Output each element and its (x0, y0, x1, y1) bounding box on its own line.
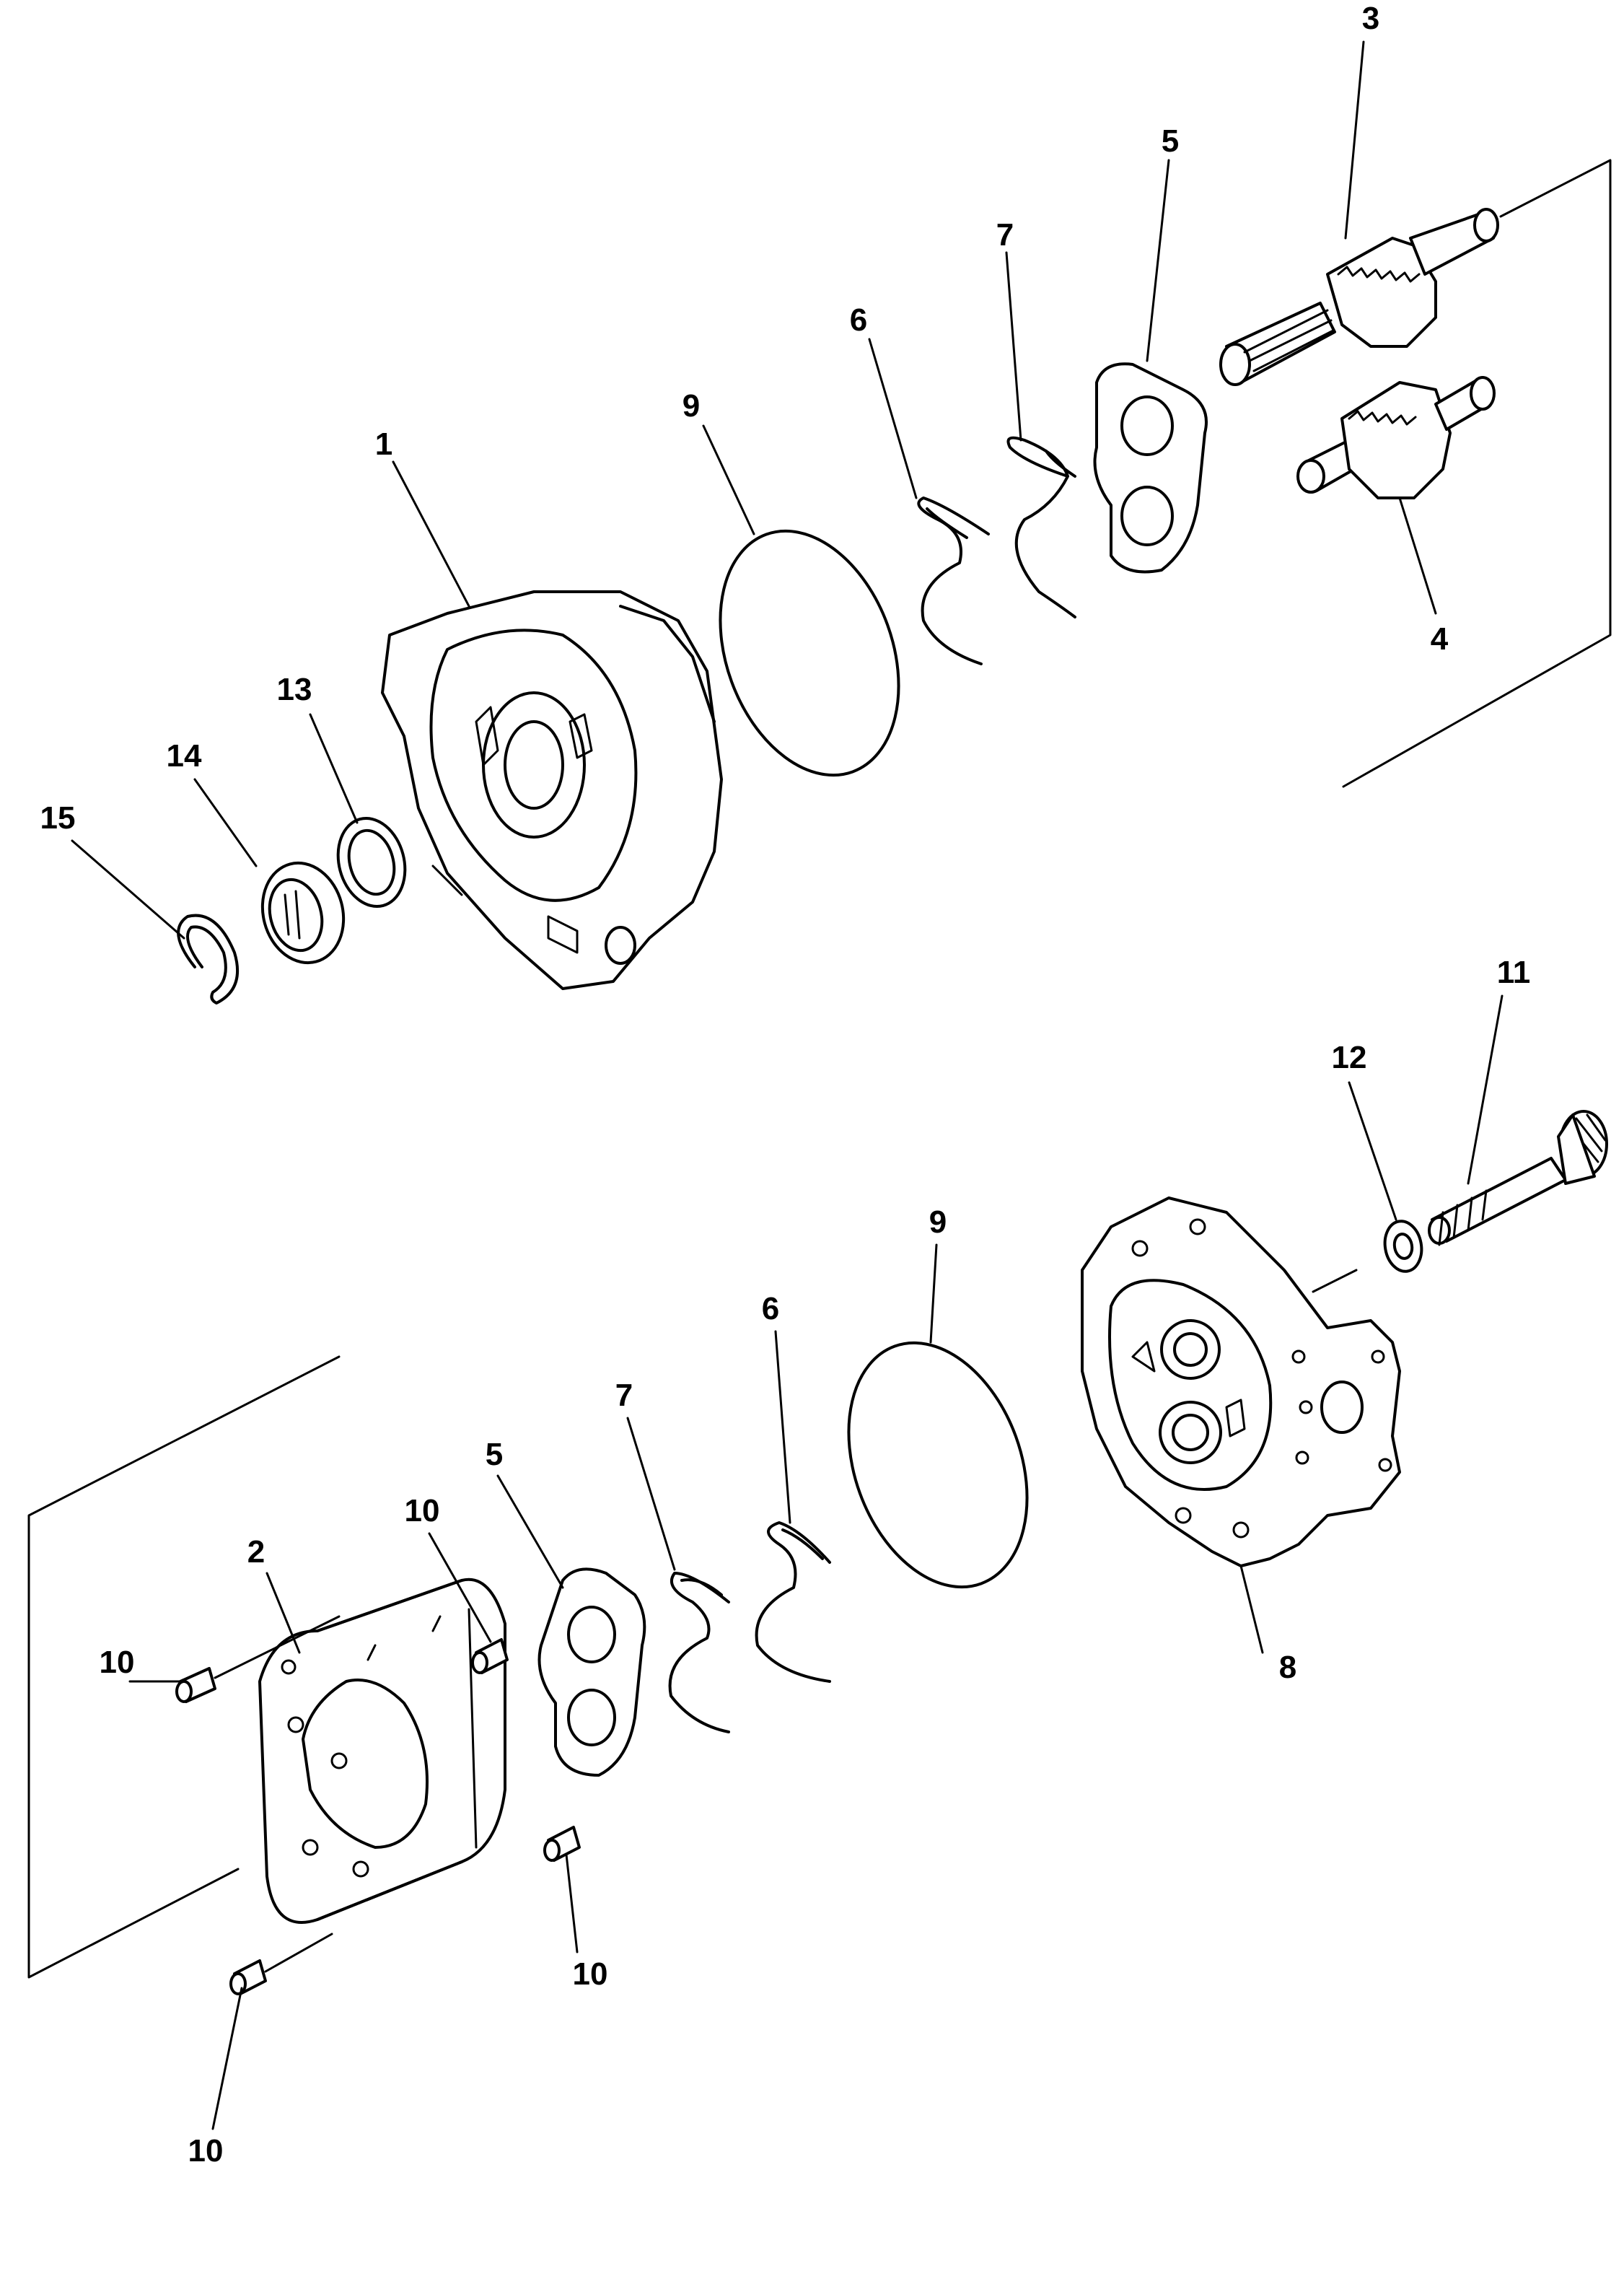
label-part-9-bottom: 9 (929, 1204, 947, 1240)
top-assembly-bracket (1342, 159, 1612, 788)
part-6-seal-bottom (755, 1521, 831, 1683)
part-9-o-ring-top (719, 529, 900, 777)
part-5-wear-plate-top (1093, 362, 1208, 574)
label-part-7-top: 7 (996, 217, 1014, 253)
label-part-1: 1 (375, 426, 392, 462)
label-part-5-top: 5 (1162, 123, 1179, 159)
label-part-13: 13 (277, 672, 312, 707)
part-9-o-ring-bottom (847, 1341, 1029, 1589)
part-14-oil-seal (260, 861, 346, 965)
label-part-15: 15 (40, 800, 76, 836)
part-8-rear-body (1081, 1196, 1401, 1567)
part-5-wear-plate-bottom (537, 1567, 646, 1777)
label-part-11: 11 (1497, 955, 1531, 990)
part-7-backup-seal-top (1006, 436, 1076, 618)
part-6-seal-top (917, 496, 990, 665)
label-part-10-c: 10 (573, 1956, 608, 1992)
leader-lines-top (71, 40, 1437, 940)
label-part-10-a: 10 (100, 1645, 135, 1680)
label-part-3: 3 (1362, 1, 1379, 36)
part-1-front-cover (381, 590, 723, 990)
label-part-12: 12 (1332, 1040, 1367, 1075)
label-part-9-top: 9 (682, 388, 700, 424)
label-part-4: 4 (1431, 621, 1449, 657)
part-12-washer (1383, 1220, 1423, 1273)
label-part-6-top: 6 (850, 302, 867, 338)
part-10-dowel-pin-c (543, 1826, 581, 1862)
part-10-dowel-pin-b (471, 1638, 509, 1674)
label-part-6-bottom: 6 (762, 1291, 779, 1326)
part-4-driven-gear (1296, 376, 1496, 499)
label-part-14: 14 (167, 738, 202, 774)
label-part-5-bottom: 5 (486, 1437, 503, 1472)
bottom-assembly-bracket (27, 1355, 341, 1979)
label-part-10-b: 10 (405, 1493, 440, 1528)
label-part-8: 8 (1279, 1650, 1296, 1685)
label-part-10-d: 10 (188, 2133, 224, 2169)
part-11-bolt (1428, 1110, 1608, 1246)
part-7-backup-seal-bottom (668, 1572, 730, 1733)
label-part-7-bottom: 7 (615, 1378, 633, 1413)
label-part-2: 2 (247, 1534, 265, 1570)
part-15-snap-ring (177, 914, 240, 1005)
part-3-drive-gear-shaft (1219, 208, 1499, 386)
part-2-gear-body (258, 1578, 506, 1924)
leader-lines-bottom (128, 994, 1504, 2130)
part-10-dowel-pin-d (229, 1933, 333, 1995)
part-13-washer (336, 816, 407, 909)
part-labels: 3 5 7 6 9 1 4 13 14 15 11 12 9 6 7 5 10 … (40, 1, 1531, 2169)
